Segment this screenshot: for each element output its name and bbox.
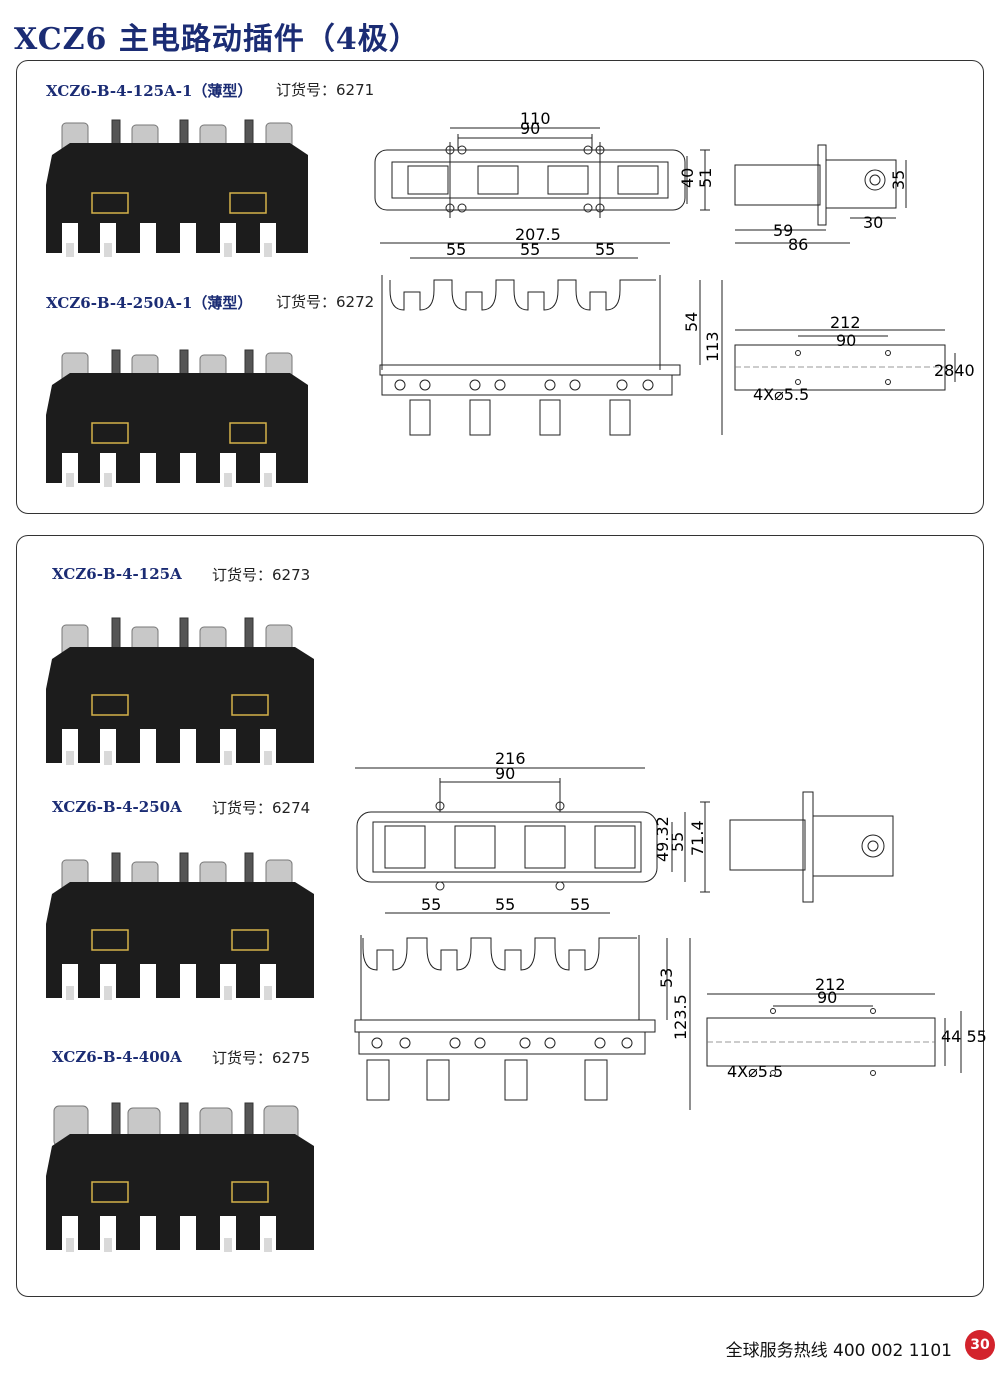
technical-drawing: 216 90 49.32 55 71.4 55 55 55 53 123.5 2… [354, 749, 987, 1110]
dim-label: 44 55 [941, 1027, 987, 1046]
technical-drawing: 110 90 40 51 35 30 59 86 207.5 55 55 55 … [374, 109, 975, 436]
dim-label: 55 [595, 240, 615, 259]
order-number: 订货号：6273 [212, 566, 311, 584]
order-number: 订货号：6274 [212, 799, 311, 817]
dim-label: 123.5 [671, 994, 690, 1040]
dim-label: 55 [421, 895, 441, 914]
order-number: 订货号：6275 [212, 1049, 311, 1067]
dim-label: 51 [696, 168, 715, 188]
product-photo [46, 349, 308, 487]
order-number: 订货号：6272 [276, 293, 375, 311]
dim-label: 59 [773, 221, 793, 240]
order-number: 订货号：6271 [276, 81, 375, 99]
product-photo [46, 617, 314, 765]
service-hotline: 全球服务热线 400 002 1101 [725, 1341, 952, 1361]
model-label: XCZ6-B-4-250A-1（薄型） [46, 294, 253, 312]
dim-label: 55 [668, 832, 687, 852]
dim-label: 110 [520, 109, 551, 128]
dim-label: 2840 [934, 361, 975, 380]
dim-label: 90 [836, 331, 856, 350]
dim-label: 4X⌀5.5 [753, 385, 809, 404]
dim-label: 207.5 [515, 225, 561, 244]
dim-label: 40 [678, 168, 697, 188]
dim-label: 90 [495, 764, 515, 783]
page-number: 30 [965, 1330, 995, 1360]
dim-label: 90 [520, 119, 540, 138]
dim-label: 55 [520, 240, 540, 259]
dim-label: 55 [570, 895, 590, 914]
page-title: XCZ6 主电路动插件（4极） [14, 22, 420, 57]
product-photo [46, 1102, 314, 1252]
model-label: XCZ6-B-4-250A [52, 798, 182, 816]
dim-label: 53 [657, 968, 676, 988]
dim-label: 55 [446, 240, 466, 259]
dim-label: 30 [863, 213, 883, 232]
dim-label: 49.32 [653, 816, 672, 862]
dim-label: 212 [815, 975, 846, 994]
dim-label: 216 [495, 749, 526, 768]
model-label: XCZ6-B-4-400A [52, 1048, 182, 1066]
dim-label: 54 [682, 312, 701, 332]
dim-label: 90 [817, 988, 837, 1007]
dim-label: 55 [495, 895, 515, 914]
dim-label: 4X⌀5.5 [727, 1062, 783, 1081]
product-photo [46, 119, 308, 257]
dim-label: 71.4 [688, 820, 707, 856]
product-photo [46, 852, 314, 1000]
dim-label: 113 [703, 331, 722, 362]
model-label: XCZ6-B-4-125A [52, 565, 182, 583]
dim-label: 35 [889, 170, 908, 190]
dim-label: 212 [830, 313, 861, 332]
dim-label: 86 [788, 235, 808, 254]
model-label: XCZ6-B-4-125A-1（薄型） [46, 82, 253, 100]
